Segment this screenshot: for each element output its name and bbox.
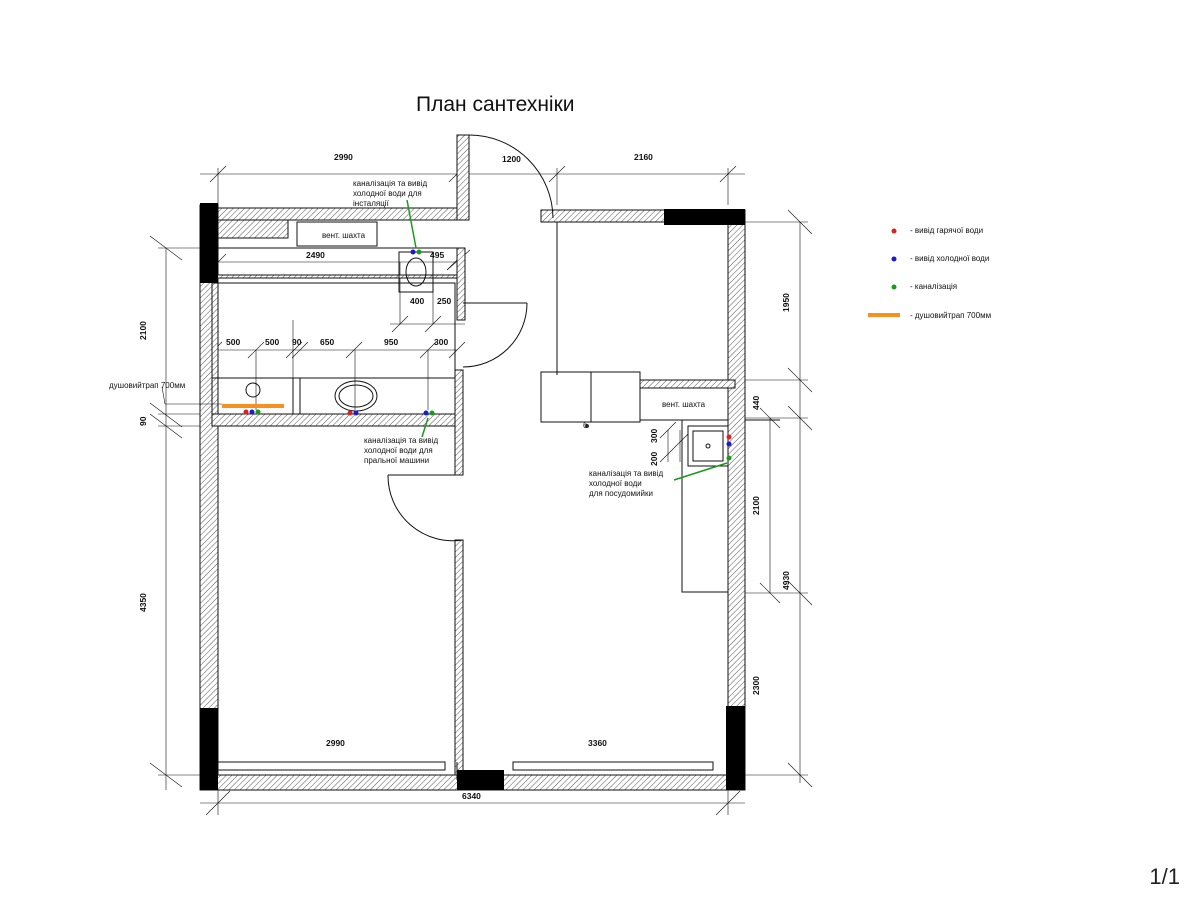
shower-circle [245,382,261,398]
legend: - вивід гарячої води - вивід холодної во… [868,226,991,320]
legend-sewage: - каналізація [891,282,957,291]
vent-shaft-label-1: вент. шахта [322,231,366,240]
bathroom-sink [334,380,378,412]
svg-text:каналізація та вивід: каналізація та вивід [364,436,438,445]
toilet [398,251,434,293]
dim-top-door: 1200 [502,154,521,164]
page-number: 1/1 [1149,864,1180,889]
dim-bath-650: 650 [320,337,334,347]
dim-top-right: 2160 [634,152,653,162]
svg-text:каналізація та вивід: каналізація та вивід [353,179,427,188]
svg-text:холодної води для: холодної води для [353,189,422,198]
dim-right-1950: 1950 [781,293,791,312]
dim-bottom-total: 6340 [462,791,481,801]
svg-text:холодної води: холодної води [589,479,642,488]
kitchen-small-label: б [583,421,588,430]
dim-top-left: 2990 [334,152,353,162]
svg-text:інсталяції: інсталяції [353,199,390,208]
dim-wc-400: 400 [410,296,424,306]
dim-wc-width: 2490 [306,250,325,260]
legend-cold-water: - вивід холодної води [891,254,989,263]
dim-kitchen-200: 200 [649,452,659,466]
dim-bath-90: 90 [292,337,302,347]
dimension-lines [149,165,813,816]
walls [199,134,746,791]
room-labels: вент. шахта вент. шахта душовийтрап 700м… [109,231,706,430]
svg-text:- душовийтрап 700мм: - душовийтрап 700мм [910,311,991,320]
dim-bath-500a: 500 [226,337,240,347]
page-title: План сантехніки [416,93,575,116]
svg-text:- каналізація: - каналізація [910,282,957,291]
dim-bath-300: 300 [434,337,448,347]
shower-drain-line [222,404,284,408]
svg-text:холодної води для: холодної води для [364,446,433,455]
svg-text:пральної машини: пральної машини [364,456,429,465]
dim-wc-250: 250 [437,296,451,306]
pipe-outlets [161,199,732,481]
dim-bath-950: 950 [384,337,398,347]
dim-right-2100: 2100 [751,496,761,515]
dim-bottom-2990: 2990 [326,738,345,748]
svg-text:для посудомийки: для посудомийки [589,489,653,498]
dishwasher-note: каналізація та вивід холодної води для п… [589,469,663,498]
vent-shaft-label-2: вент. шахта [662,400,706,409]
svg-text:- вивід холодної води: - вивід холодної води [910,254,989,263]
dim-left-90: 90 [138,416,148,426]
legend-hot-water: - вивід гарячої води [891,226,983,235]
dim-right-4930: 4930 [781,571,791,590]
dim-wc-495: 495 [430,250,444,260]
doors [387,134,554,542]
dim-right-2300: 2300 [751,676,761,695]
installation-note: каналізація та вивід холодної води для і… [353,179,427,208]
dim-left-2100: 2100 [138,321,148,340]
dim-bath-500b: 500 [265,337,279,347]
kitchen-sink [687,425,729,467]
legend-drain: - душовийтрап 700мм [868,311,991,320]
washing-machine-note: каналізація та вивід холодної води для п… [364,436,438,465]
dim-right-440: 440 [751,396,761,410]
dim-left-4350: 4350 [138,593,148,612]
shower-drain-label: душовийтрап 700мм [109,381,185,390]
svg-text:каналізація та вивід: каналізація та вивід [589,469,663,478]
interior-outlines [211,221,780,780]
svg-text:- вивід гарячої води: - вивід гарячої води [910,226,983,235]
dimension-labels: 2990 1200 2160 2490 495 400 250 500 500 … [138,152,791,801]
dim-bottom-3360: 3360 [588,738,607,748]
dim-kitchen-300: 300 [649,429,659,443]
